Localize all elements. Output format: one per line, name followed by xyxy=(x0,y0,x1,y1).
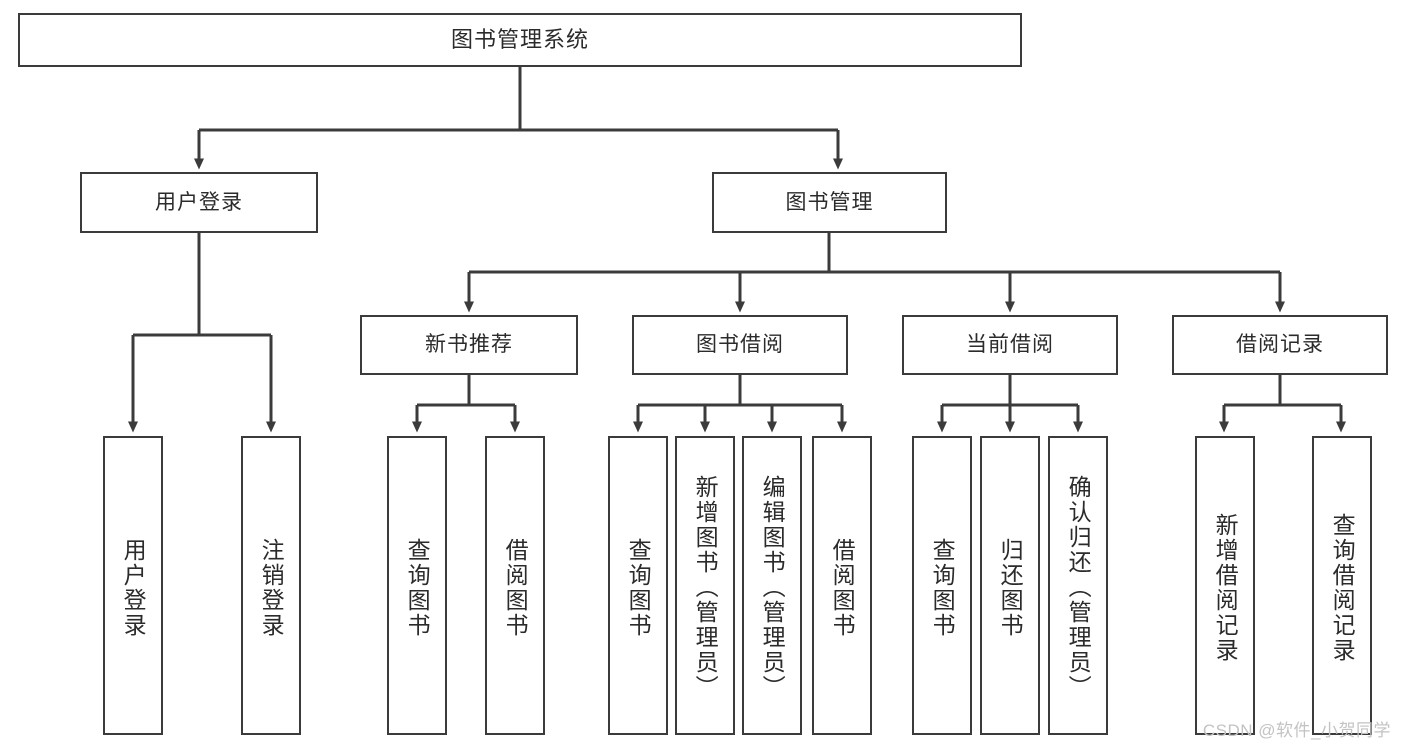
node-label: 借阅记录 xyxy=(1236,333,1324,357)
leaf-add-borrow-record[interactable]: 新增借阅记录 xyxy=(1195,436,1255,735)
node-label: 图书管理 xyxy=(785,190,874,214)
node-user-login[interactable]: 用户登录 xyxy=(80,172,318,233)
leaf-query-borrow-record[interactable]: 查询借阅记录 xyxy=(1312,436,1372,735)
leaf-borrow-book-recommend[interactable]: 借阅图书 xyxy=(485,436,545,735)
leaf-label: 借阅图书 xyxy=(829,537,856,638)
leaf-borrow-book[interactable]: 借阅图书 xyxy=(812,436,872,735)
leaf-label: 新增图书（管理员） xyxy=(692,475,719,700)
leaf-label: 编辑图书（管理员） xyxy=(759,475,786,700)
node-label: 图书管理系统 xyxy=(450,26,589,52)
node-root-library-system[interactable]: 图书管理系统 xyxy=(18,13,1022,67)
leaf-label: 借阅图书 xyxy=(502,537,529,638)
node-label: 当前借阅 xyxy=(966,333,1054,357)
leaf-label: 用户登录 xyxy=(120,537,147,638)
node-new-book-recommend[interactable]: 新书推荐 xyxy=(360,315,578,375)
leaf-label: 归还图书 xyxy=(997,537,1024,638)
node-current-borrow[interactable]: 当前借阅 xyxy=(902,315,1118,375)
leaf-label: 查询借阅记录 xyxy=(1329,512,1356,663)
leaf-label: 查询图书 xyxy=(625,537,652,638)
leaf-label: 确认归还（管理员） xyxy=(1065,475,1092,700)
leaf-label: 查询图书 xyxy=(929,537,956,638)
leaf-query-book-recommend[interactable]: 查询图书 xyxy=(387,436,447,735)
node-label: 图书借阅 xyxy=(696,333,784,357)
leaf-query-book-borrow[interactable]: 查询图书 xyxy=(608,436,668,735)
leaf-label: 注销登录 xyxy=(258,537,285,638)
node-book-borrow[interactable]: 图书借阅 xyxy=(632,315,848,375)
leaf-return-book[interactable]: 归还图书 xyxy=(980,436,1040,735)
leaf-label: 新增借阅记录 xyxy=(1212,512,1239,663)
node-label: 新书推荐 xyxy=(425,333,513,357)
node-label: 用户登录 xyxy=(155,190,243,214)
leaf-query-book-current[interactable]: 查询图书 xyxy=(912,436,972,735)
leaf-add-book-admin[interactable]: 新增图书（管理员） xyxy=(675,436,735,735)
node-borrow-record[interactable]: 借阅记录 xyxy=(1172,315,1388,375)
leaf-logout[interactable]: 注销登录 xyxy=(241,436,301,735)
leaf-user-login[interactable]: 用户登录 xyxy=(103,436,163,735)
node-book-management[interactable]: 图书管理 xyxy=(712,172,947,233)
leaf-edit-book-admin[interactable]: 编辑图书（管理员） xyxy=(742,436,802,735)
leaf-confirm-return-admin[interactable]: 确认归还（管理员） xyxy=(1048,436,1108,735)
leaf-label: 查询图书 xyxy=(404,537,431,638)
